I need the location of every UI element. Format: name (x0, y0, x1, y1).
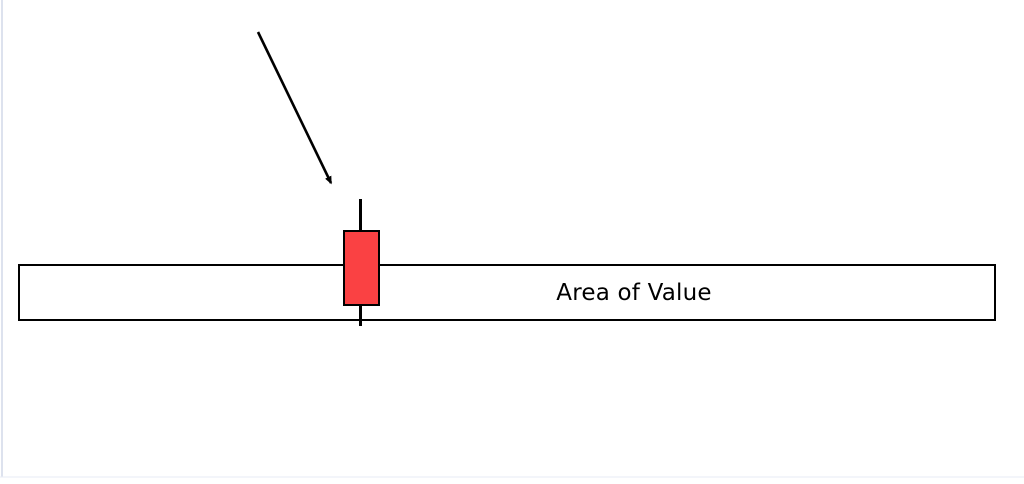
page-edge-left-divider (1, 0, 3, 477)
candle-upper-wick (359, 199, 362, 232)
candle-body (343, 230, 380, 306)
area-of-value-band (18, 264, 996, 321)
area-of-value-label: Area of Value (556, 280, 712, 306)
page-edge-bottom-divider (0, 476, 1024, 478)
candle-lower-wick (359, 304, 362, 326)
arrow-line (256, 31, 333, 185)
